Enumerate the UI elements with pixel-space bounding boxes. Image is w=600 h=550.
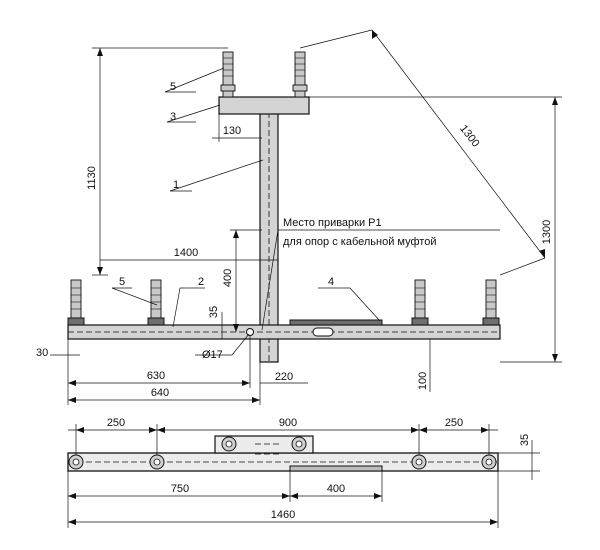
dim-1130: 1130 (86, 166, 98, 190)
dim-220: 220 (275, 371, 293, 383)
elevation-view: 1130 130 1300 1300 1400 Место приварки Р… (36, 29, 562, 405)
plan-view: 250 900 250 35 750 400 1460 (67, 417, 540, 528)
plan-bottom-plate (289, 465, 383, 472)
plan-bolt-3 (221, 436, 237, 452)
weld-note-line2: для опор с кабельной муфтой (283, 236, 436, 248)
dim-1400: 1400 (174, 247, 198, 259)
top-bolt-right (292, 51, 308, 98)
hole-diameter-label: Ø17 (202, 349, 223, 361)
weld-plate (289, 319, 383, 326)
label-part-5-top: 5 (170, 81, 176, 93)
dim-400-vertical: 400 (222, 269, 234, 287)
dim-35: 35 (208, 306, 220, 318)
weld-note-line1: Место приварки Р1 (283, 217, 382, 229)
plan-dim-900: 900 (279, 417, 297, 429)
dim-1300-right: 1300 (541, 220, 553, 244)
beam-slot (312, 327, 334, 337)
plan-dim-250-left: 250 (107, 417, 125, 429)
label-part-4: 4 (328, 276, 334, 288)
dim-640: 640 (151, 387, 169, 399)
label-part-3: 3 (170, 111, 176, 123)
hole-17 (246, 328, 254, 336)
plan-dim-1460: 1460 (271, 509, 295, 521)
label-part-1: 1 (173, 179, 179, 191)
plan-top-bracket (214, 435, 314, 454)
plan-bolt-2 (149, 454, 165, 470)
dim-630: 630 (147, 370, 165, 382)
dim-30: 30 (36, 347, 48, 359)
dim-1300-diag: 1300 (457, 123, 482, 150)
plan-bolt-6 (481, 454, 497, 470)
plan-bolt-1 (68, 454, 84, 470)
plan-bolt-5 (411, 454, 427, 470)
plan-dim-750: 750 (171, 483, 189, 495)
dim-100: 100 (417, 372, 429, 390)
dim-130: 130 (223, 125, 241, 137)
top-plate (218, 96, 310, 115)
plan-dim-250-right: 250 (445, 417, 463, 429)
label-part-5-bottom: 5 (119, 276, 125, 288)
plan-dim-35: 35 (519, 434, 531, 446)
beam-bolt-1 (67, 279, 85, 326)
plan-bolt-4 (291, 436, 307, 452)
top-bolt-left (220, 51, 236, 98)
beam-bolt-3 (411, 279, 429, 326)
beam-bolt-4 (482, 279, 500, 326)
plan-dim-400: 400 (327, 483, 345, 495)
label-part-2: 2 (198, 276, 204, 288)
